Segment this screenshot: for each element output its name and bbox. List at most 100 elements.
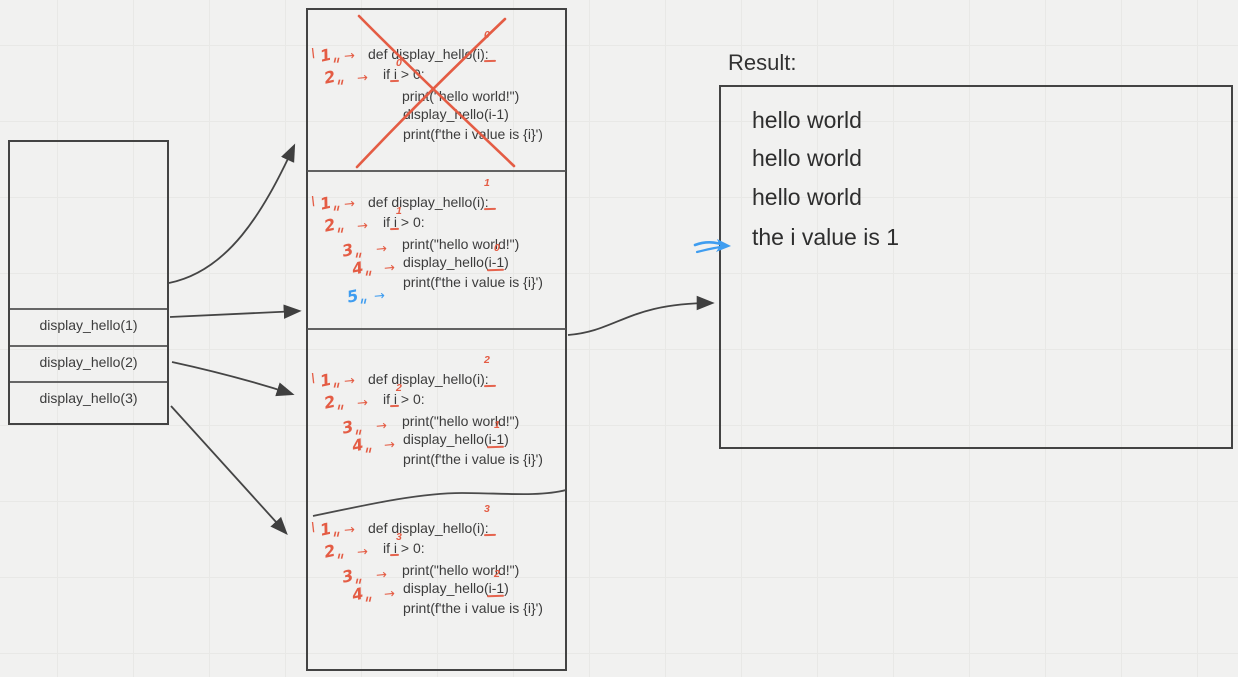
flourish-mark: ıı <box>337 402 344 413</box>
step-2-annotation[interactable]: 2ıı <box>322 213 344 236</box>
step-number: 1 <box>318 518 334 540</box>
code-text: > 0: <box>397 391 425 407</box>
code-text: print("hello world!") <box>402 236 520 252</box>
annotation-arrow-icon: → <box>343 196 355 213</box>
annotation-arrow-icon: → <box>356 544 368 561</box>
annotation-arrow-icon: → <box>375 418 387 435</box>
code-text: i-1 <box>488 431 505 447</box>
step-2-annotation[interactable]: 2ıı <box>322 390 344 413</box>
step-1-annotation[interactable]: 1ıı <box>318 191 340 214</box>
code-line-print-hello[interactable]: print("hello world!") <box>402 562 519 578</box>
step-number: 2 <box>322 66 338 88</box>
code-line-print-hello[interactable]: print("hello world!") <box>402 88 519 104</box>
code-frame-4[interactable]: \ 1ıı → 2ıı → 3ıı → 4ıı → def display_he… <box>308 498 565 648</box>
code-line-print-hello[interactable]: print("hello world!") <box>402 413 519 429</box>
code-line-def[interactable]: def display_hello(i): <box>368 194 489 210</box>
annotation-arrow-icon: → <box>375 567 387 584</box>
call-stack-box[interactable]: display_hello(1) display_hello(2) displa… <box>8 140 169 425</box>
annotation-arrow-icon: → <box>356 218 368 235</box>
code-text: print(f'the i value is {i}') <box>403 600 543 616</box>
code-frame-2[interactable]: \ 1ıı → 2ıı → 3ıı → 4ıı → 5ıı → def disp… <box>308 172 565 322</box>
i-value-superscript: 1 <box>484 177 490 189</box>
connector-arrow-to-frame-4[interactable] <box>170 405 288 536</box>
code-line-recursive-call[interactable]: display_hello(i-1) <box>403 106 509 122</box>
step-4-annotation[interactable]: 4ıı <box>350 256 372 279</box>
stack-item-display-hello-1[interactable]: display_hello(1) <box>39 317 138 333</box>
red-underline <box>389 79 400 83</box>
code-text: ) <box>504 580 509 596</box>
stack-item-display-hello-3[interactable]: display_hello(3) <box>39 390 138 406</box>
code-text: def display_hello( <box>368 520 477 536</box>
code-text: display_hello( <box>403 431 489 447</box>
tick-mark: \ <box>311 520 316 534</box>
recursion-frames-box[interactable]: \ 1ıı → 2ıı → def display_hello(i): if i… <box>306 8 567 671</box>
code-line-def[interactable]: def display_hello(i): <box>368 46 489 62</box>
stack-item-display-hello-2[interactable]: display_hello(2) <box>39 354 138 370</box>
code-line-print-value[interactable]: print(f'the i value is {i}') <box>403 600 543 616</box>
code-text: print("hello world!") <box>402 562 520 578</box>
flourish-mark: ıı <box>337 77 344 88</box>
code-text: i <box>476 520 481 536</box>
result-line: hello world <box>752 184 862 210</box>
i-value-superscript: 0 <box>484 29 490 41</box>
red-underline <box>486 268 505 272</box>
code-text: i-1 <box>488 254 505 270</box>
annotation-arrow-icon: → <box>383 260 395 277</box>
step-5-annotation-blue[interactable]: 5ıı <box>345 284 367 307</box>
result-box[interactable]: hello world hello world hello world the … <box>719 85 1233 449</box>
code-text: def display_hello( <box>368 46 477 62</box>
code-text: ) <box>504 106 509 122</box>
code-text: > 0: <box>397 540 425 556</box>
code-text: print("hello world!") <box>402 413 520 429</box>
step-4-annotation[interactable]: 4ıı <box>350 433 372 456</box>
code-line-recursive-call[interactable]: display_hello(i-1) <box>403 580 509 596</box>
step-1-annotation[interactable]: 1ıı <box>318 43 340 66</box>
connector-arrow-to-result[interactable] <box>567 295 715 336</box>
stack-divider-line[interactable] <box>10 381 167 383</box>
code-text: i <box>393 391 398 407</box>
code-line-print-value[interactable]: print(f'the i value is {i}') <box>403 274 543 290</box>
step-number: 2 <box>322 391 338 413</box>
step-1-annotation[interactable]: 1ıı <box>318 368 340 391</box>
result-label[interactable]: Result: <box>728 50 797 75</box>
step-number: 4 <box>350 434 366 456</box>
code-line-print-hello[interactable]: print("hello world!") <box>402 236 519 252</box>
code-line-print-value[interactable]: print(f'the i value is {i}') <box>403 126 543 142</box>
code-line-recursive-call[interactable]: display_hello(i-1) <box>403 254 509 270</box>
code-text: ): <box>480 520 489 536</box>
code-line-def[interactable]: def display_hello(i): <box>368 371 489 387</box>
code-text: display_hello( <box>403 254 489 270</box>
step-2-annotation[interactable]: 2ıı <box>322 65 344 88</box>
flourish-mark: ıı <box>365 268 372 279</box>
code-frame-1[interactable]: \ 1ıı → 2ıı → def display_hello(i): if i… <box>308 24 565 174</box>
code-text: > 0: <box>397 214 425 230</box>
red-underline <box>389 227 400 231</box>
code-line-def[interactable]: def display_hello(i): <box>368 520 489 536</box>
code-line-if[interactable]: if i > 0: <box>383 391 425 407</box>
code-line-if[interactable]: if i > 0: <box>383 540 425 556</box>
code-line-recursive-call[interactable]: display_hello(i-1) <box>403 431 509 447</box>
code-frame-3[interactable]: \ 1ıı → 2ıı → 3ıı → 4ıı → def display_he… <box>308 349 565 499</box>
red-underline <box>483 384 497 388</box>
connector-arrow-to-frame-1[interactable] <box>168 143 296 284</box>
i-value-superscript: 0 <box>396 57 402 69</box>
stack-divider-line[interactable] <box>10 345 167 347</box>
frame-divider-line[interactable] <box>307 170 566 172</box>
step-2-annotation[interactable]: 2ıı <box>322 539 344 562</box>
tick-mark: \ <box>311 46 316 60</box>
annotation-arrow-icon: → <box>343 522 355 539</box>
code-line-print-value[interactable]: print(f'the i value is {i}') <box>403 451 543 467</box>
connector-arrow-to-frame-3[interactable] <box>171 361 295 397</box>
stack-divider-line[interactable] <box>10 308 167 310</box>
annotation-arrow-icon: → <box>356 70 368 87</box>
connector-arrow-to-frame-2[interactable] <box>169 304 302 319</box>
step-4-annotation[interactable]: 4ıı <box>350 582 372 605</box>
red-underline <box>389 404 400 408</box>
step-number: 4 <box>350 583 366 605</box>
tick-mark: \ <box>311 194 316 208</box>
step-number: 1 <box>318 44 334 66</box>
step-1-annotation[interactable]: 1ıı <box>318 517 340 540</box>
code-text: def display_hello( <box>368 194 477 210</box>
frame-divider-line[interactable] <box>307 328 566 330</box>
code-line-if[interactable]: if i > 0: <box>383 214 425 230</box>
